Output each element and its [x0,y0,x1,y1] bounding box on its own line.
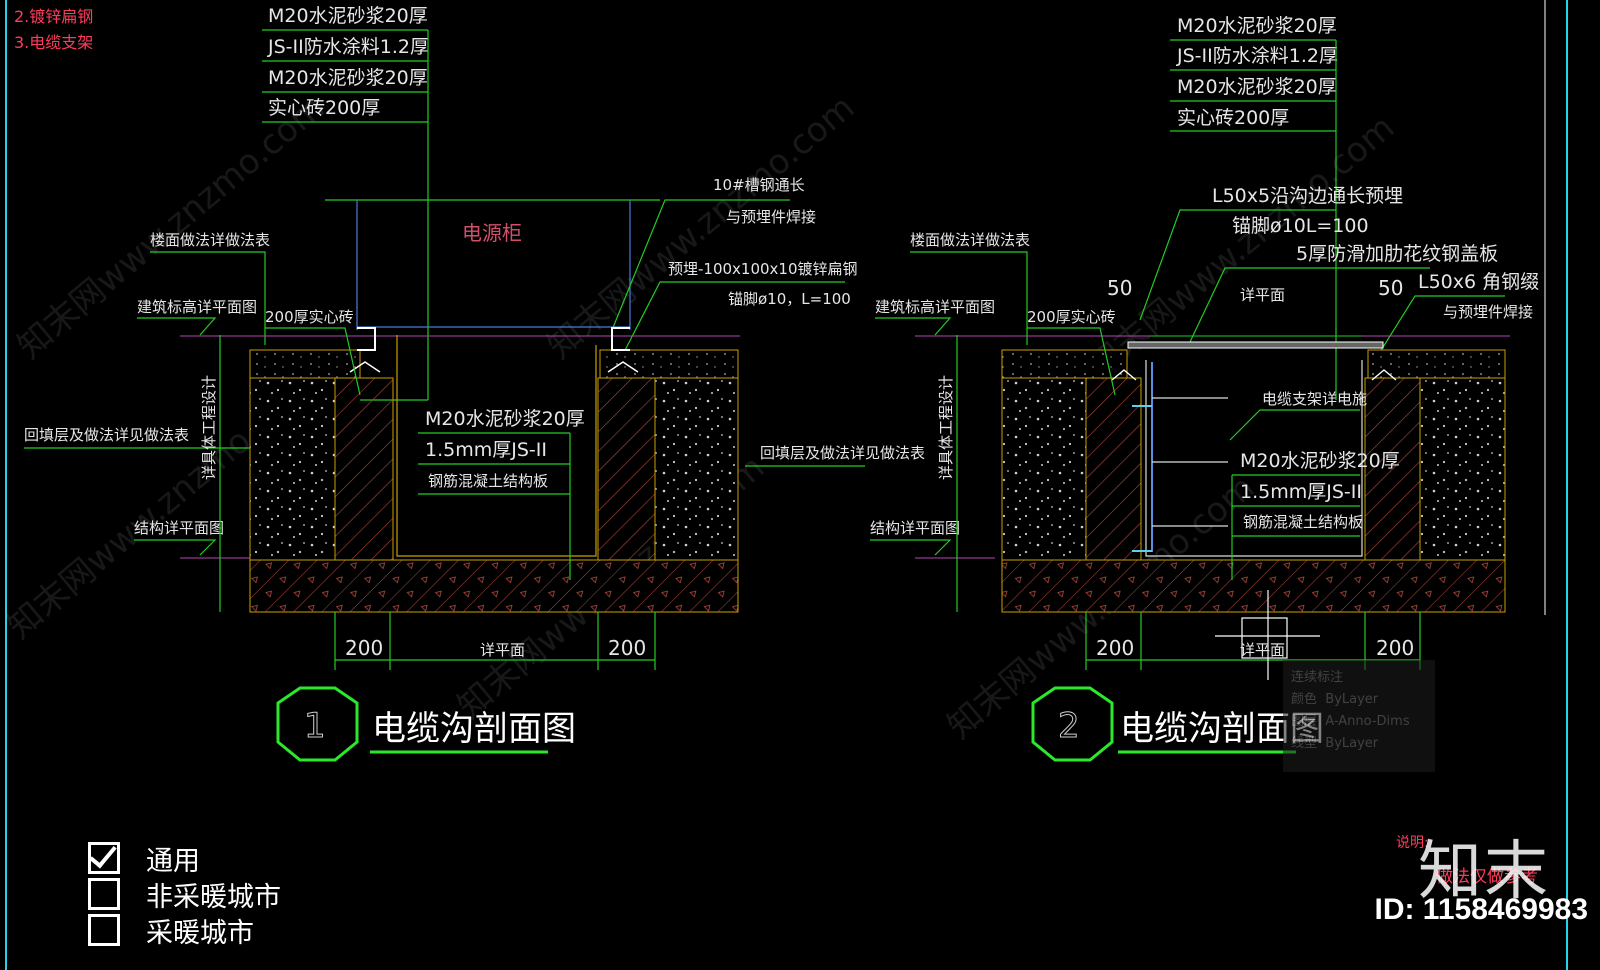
inner-layer: 钢筋混凝土结构板 [1243,513,1363,531]
tooltip-title: 连续标注 [1291,670,1344,685]
option-label: 非采暖城市 [146,881,281,913]
note-block: 说明: 做法仅做参考 [1396,835,1538,887]
watermark-2: 知末网www.znzmo.com [540,87,862,366]
option-label: 采暖城市 [146,917,254,949]
tooltip-row: 图层 A-Anno-Dims [1291,714,1410,729]
side-dim: 50 [1107,276,1132,300]
checkbox-icon[interactable] [88,878,120,910]
left-label: 建筑标高详平面图 [137,298,257,316]
property-tooltip: 连续标注 颜色 ByLayer 图层 A-Anno-Dims 线型 ByLaye… [1283,660,1435,772]
detail-number: 2 [1058,706,1080,746]
dim-value: 200 [1096,636,1134,660]
detail-2-section: M20水泥砂浆20厚 JS-II防水涂料1.2厚 M20水泥砂浆20厚 实心砖2… [870,15,1539,762]
layer-callout: M20水泥砂浆20厚 [1177,15,1337,37]
left-label: 回填层及做法详见做法表 [24,426,189,444]
brick-label: 200厚实心砖 [265,308,354,326]
channel-note: 与预埋件焊接 [726,208,816,226]
left-label: 楼面做法详做法表 [150,231,270,249]
detail-title: 电缆沟剖面图 [372,709,576,749]
dim-value: 详平面 [1240,641,1285,659]
brick-label: 200厚实心砖 [1027,308,1116,326]
detail-1-section: M20水泥砂浆20厚 JS-II防水涂料1.2厚 M20水泥砂浆20厚 实心砖2… [24,5,925,762]
inner-layer: M20水泥砂浆20厚 [1240,450,1400,472]
inner-layer: 1.5mm厚JS-II [425,439,547,461]
checkbox-checked-icon[interactable] [88,842,120,874]
layer-callout: 实心砖200厚 [268,97,380,119]
legend-top-item: 3.电缆支架 [14,33,93,52]
note-text: 做法仅做参考 [1436,867,1538,887]
brand-logo: 知末 [1418,835,1550,909]
embed-note: 预埋-100x100x10镀锌扁钢 [668,260,858,278]
vertical-dim: 详具体工程设计 [937,375,955,480]
tooltip-row: 线型 ByLayer [1291,736,1379,751]
layer-callout: M20水泥砂浆20厚 [268,5,428,27]
left-label: 结构详平面图 [134,519,224,537]
layer-callout: M20水泥砂浆20厚 [268,67,428,89]
layer-callout: 实心砖200厚 [1177,107,1289,129]
angle2-note: 与预埋件焊接 [1443,303,1533,321]
option-label: 通用 [146,845,200,877]
dim-value: 详平面 [480,641,525,659]
cabinet-label: 电源柜 [462,221,522,245]
dim-value: 200 [608,636,646,660]
tooltip-row: 颜色 ByLayer [1291,692,1379,707]
inner-layer: 1.5mm厚JS-II [1240,481,1362,503]
plate-note: 5厚防滑加肋花纹钢盖板 [1296,243,1498,265]
option-non-heating[interactable]: 非采暖城市 [88,876,281,913]
angle-note: 锚脚ø10L=100 [1232,215,1369,237]
dim-value: 200 [1376,636,1414,660]
dim-value: 200 [345,636,383,660]
option-list: 通用 非采暖城市 采暖城市 [88,840,281,949]
legend-top-item: 2.镀锌扁钢 [14,7,93,26]
left-label: 建筑标高详平面图 [875,298,995,316]
side-dim: 50 [1378,276,1403,300]
plan-label: 详平面 [1240,286,1285,304]
embed-note: 锚脚ø10，L=100 [728,290,851,308]
vertical-dim: 详具体工程设计 [200,375,218,480]
angle2-note: L50x6 角钢缀 [1418,271,1539,293]
layer-callout: JS-II防水涂料1.2厚 [267,36,429,58]
inner-layer: 钢筋混凝土结构板 [428,472,548,490]
layer-callout: M20水泥砂浆20厚 [1177,76,1337,98]
asset-id: ID: 1158469983 [1374,893,1588,926]
option-general[interactable]: 通用 [88,840,281,877]
angle-note: L50x5沿沟边通长预埋 [1212,185,1403,207]
detail-number: 1 [304,706,326,746]
support-label: 电缆支架详电施 [1262,390,1367,408]
left-label: 结构详平面图 [870,519,960,537]
note-title: 说明: [1396,835,1429,851]
inner-layer: M20水泥砂浆20厚 [425,408,585,430]
checkbox-icon[interactable] [88,914,120,946]
option-heating[interactable]: 采暖城市 [88,912,281,949]
layer-callout: JS-II防水涂料1.2厚 [1176,45,1338,67]
channel-note: 10#槽钢通长 [713,176,805,194]
right-label: 回填层及做法详见做法表 [760,444,925,462]
left-label: 楼面做法详做法表 [910,231,1030,249]
